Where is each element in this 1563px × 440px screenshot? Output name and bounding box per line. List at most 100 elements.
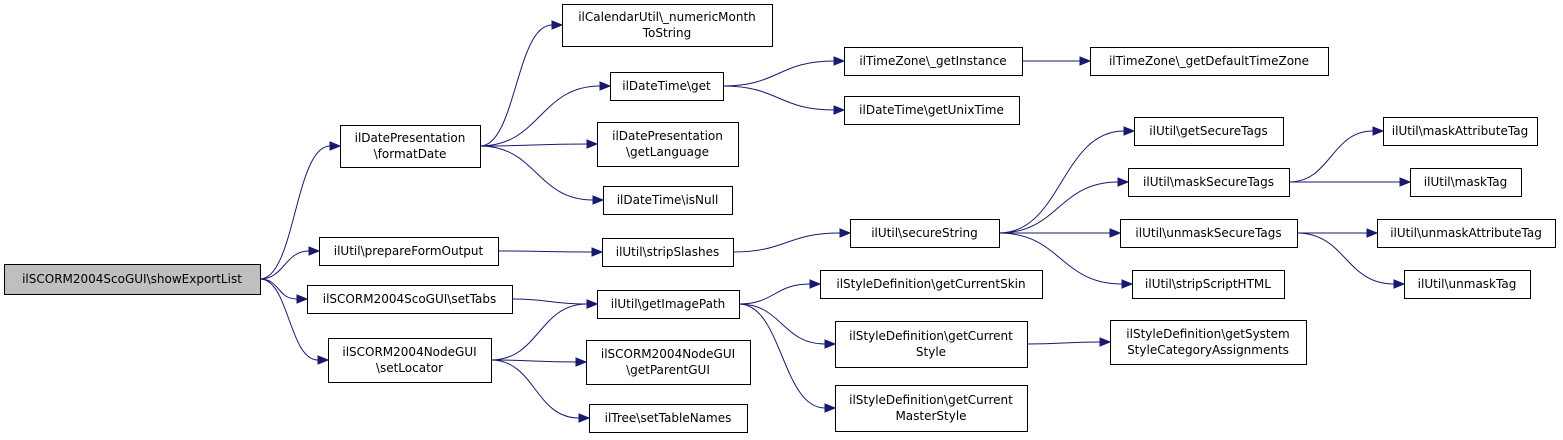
node-setTabs[interactable]: ilSCORM2004ScoGUI\setTabs [307,285,513,314]
node-getUnixTime[interactable]: ilDateTime\getUnixTime [844,96,1020,125]
node-maskTag[interactable]: ilUtil\maskTag [1410,168,1522,197]
node-box[interactable] [844,47,1023,76]
node-box[interactable] [835,385,1028,432]
node-box[interactable] [1128,168,1290,197]
node-label: ilTree\setTableNames [605,411,732,425]
node-showExportList[interactable]: ilSCORM2004ScoGUI\showExportList [4,264,261,295]
node-box[interactable] [602,238,734,267]
node-getSystemStyleCategoryAssignments[interactable]: ilStyleDefinition\getSystemStyleCategory… [1110,320,1307,365]
node-box[interactable] [589,404,748,433]
edge-line [479,24,553,147]
node-getSecureTags[interactable]: ilUtil\getSecureTags [1134,117,1284,146]
node-formatDate[interactable]: ilDatePresentation\formatDate [340,125,481,168]
node-label: \formatDate [374,147,447,161]
node-unmaskSecureTags[interactable]: ilUtil\unmaskSecureTags [1120,219,1298,248]
node-label: MasterStyle [895,409,966,423]
node-getParentGUI[interactable]: ilSCORM2004NodeGUI\getParentGUI [586,340,751,385]
edge-line [490,359,577,363]
node-box[interactable] [1383,117,1538,146]
node-box[interactable] [597,290,740,319]
edge-arrowhead [1123,126,1136,136]
node-label: ilCalendarUtil\_numericMonth [578,10,756,24]
node-box[interactable] [835,321,1028,368]
node-label: ilSCORM2004NodeGUI [601,347,735,361]
node-box[interactable] [1404,270,1531,299]
node-label: ToString [642,26,691,40]
node-box[interactable] [4,264,261,295]
node-box[interactable] [820,270,1043,299]
node-box[interactable] [586,340,751,385]
node-box[interactable] [1090,47,1329,76]
edge-line [1026,341,1101,345]
node-prepareFormOutput[interactable]: ilUtil\prepareFormOutput [319,237,499,266]
node-setTableNames[interactable]: ilTree\setTableNames [589,404,748,433]
node-getInstance[interactable]: ilTimeZone\_getInstance [844,47,1023,76]
node-box[interactable] [610,72,724,101]
node-secureString[interactable]: ilUtil\secureString [850,219,1000,248]
edge-arrowhead [1079,56,1092,66]
node-label: ilStyleDefinition\getCurrent [849,329,1013,343]
node-dateTimeGet[interactable]: ilDateTime\get [610,72,724,101]
node-getImagePath[interactable]: ilUtil\getImagePath [597,290,740,319]
node-label: ilUtil\unmaskTag [1418,277,1517,291]
edge-arrowhead [1393,279,1406,289]
node-stripScriptHTML[interactable]: ilUtil\stripScriptHTML [1132,270,1285,299]
node-box[interactable] [1377,219,1556,248]
edge-showExportList-to-prepareFormOutput [259,246,321,280]
edge-line [479,145,594,201]
node-box[interactable] [1132,270,1285,299]
edge-setLocator-to-getParentGUI [490,357,588,367]
edge-line [479,143,588,147]
node-box[interactable] [850,219,1000,248]
node-label: ilSCORM2004NodeGUI [342,345,476,359]
edge-line [1296,232,1395,285]
node-box[interactable] [562,4,773,47]
node-label: ilSCORM2004ScoGUI\showExportList [22,272,242,286]
node-unmaskAttributeTag[interactable]: ilUtil\unmaskAttributeTag [1377,219,1556,248]
edge-maskSecureTags-to-maskTag [1289,177,1412,187]
node-label: ilDateTime\get [622,79,711,93]
edge-setLocator-to-getImagePath [490,299,599,361]
node-maskAttributeTag[interactable]: ilUtil\maskAttributeTag [1383,117,1538,146]
node-label: ilDatePresentation [612,129,723,143]
node-box[interactable] [1134,117,1284,146]
edge-formatDate-to-numericMonthToString [479,20,564,147]
node-box[interactable] [844,96,1020,125]
node-setLocator[interactable]: ilSCORM2004NodeGUI\setLocator [328,338,492,383]
node-stripSlashes[interactable]: ilUtil\stripSlashes [602,238,734,267]
node-box[interactable] [603,186,733,215]
node-label: ilTimeZone\_getInstance [859,54,1006,68]
node-label: ilSCORM2004ScoGUI\setTabs [323,292,496,306]
node-box[interactable] [1120,219,1298,248]
node-getLanguage[interactable]: ilDatePresentation\getLanguage [597,122,739,167]
node-box[interactable] [328,338,492,383]
edge-prepareFormOutput-to-stripSlashes [497,247,604,257]
node-box[interactable] [1110,320,1307,365]
node-box[interactable] [597,122,739,167]
node-maskSecureTags[interactable]: ilUtil\maskSecureTags [1128,168,1290,197]
node-getDefaultTimeZone[interactable]: ilTimeZone\_getDefaultTimeZone [1090,47,1329,76]
node-box[interactable] [319,237,499,266]
edge-arrowhead [824,339,837,349]
node-box[interactable] [307,285,513,314]
node-label: ilUtil\unmaskSecureTags [1135,226,1281,240]
node-isNull[interactable]: ilDateTime\isNull [603,186,733,215]
edge-line [490,359,580,419]
edges-layer [259,20,1412,423]
edge-line [490,303,588,361]
edge-line [732,232,841,253]
node-box[interactable] [340,125,481,168]
node-box[interactable] [1410,168,1522,197]
node-label: ilUtil\stripSlashes [616,245,720,259]
edge-line [998,130,1125,234]
node-getCurrentSkin[interactable]: ilStyleDefinition\getCurrentSkin [820,270,1043,299]
edge-line [479,85,601,147]
node-unmaskTag[interactable]: ilUtil\unmaskTag [1404,270,1531,299]
edge-arrowhead [1109,228,1122,238]
edge-arrowhead [591,247,604,257]
node-label: ilStyleDefinition\getSystem [1126,327,1289,341]
